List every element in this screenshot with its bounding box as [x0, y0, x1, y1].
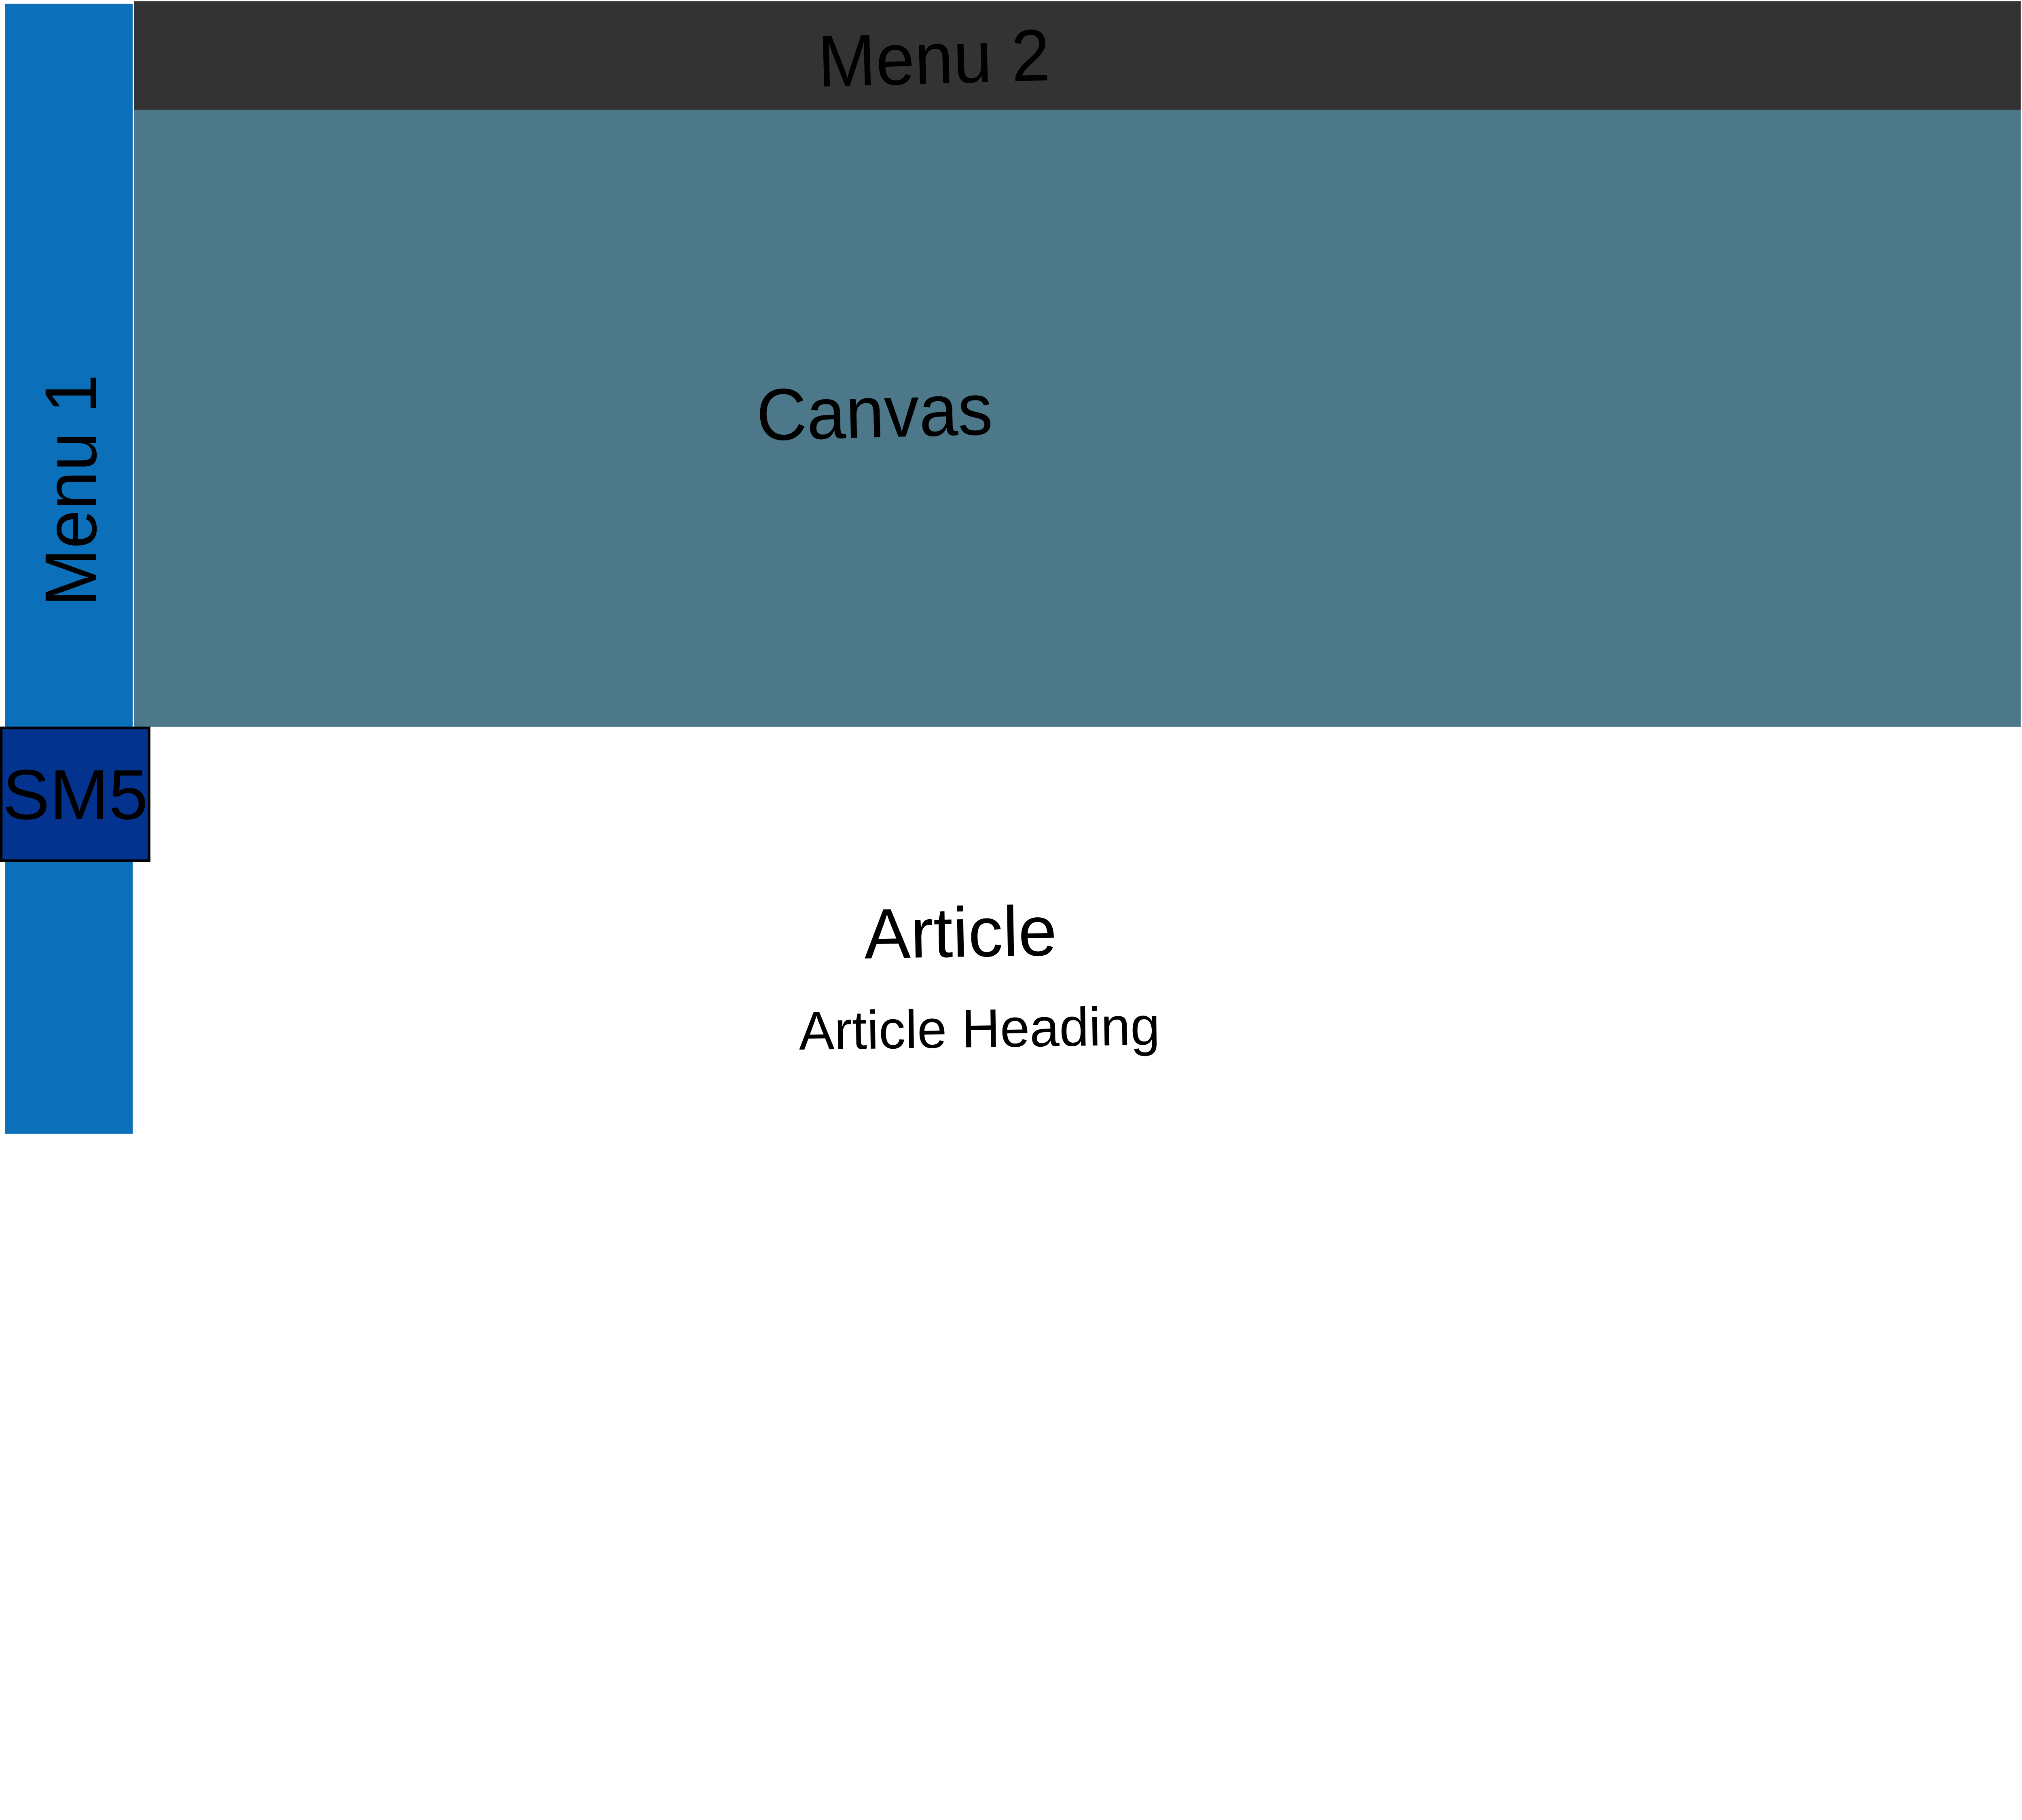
submenu-item-sm5[interactable]: SM5: [0, 726, 151, 862]
submenu-label: SM5: [2, 754, 148, 834]
menu2-label: Menu 2: [816, 14, 1051, 103]
canvas-label: Canvas: [755, 368, 994, 457]
menu2-topbar[interactable]: [134, 1, 2021, 110]
wireframe-diagram: Menu 1 Menu 2 Canvas SM1 SM2 SM3 SM4 SM5…: [0, 1, 2021, 1134]
article-heading: Article Heading: [798, 997, 1161, 1062]
menu1-sidebar[interactable]: [5, 4, 133, 1134]
canvas-area[interactable]: [134, 110, 2021, 727]
menu1-label: Menu 1: [30, 374, 113, 607]
article-title: Article: [863, 891, 1058, 974]
